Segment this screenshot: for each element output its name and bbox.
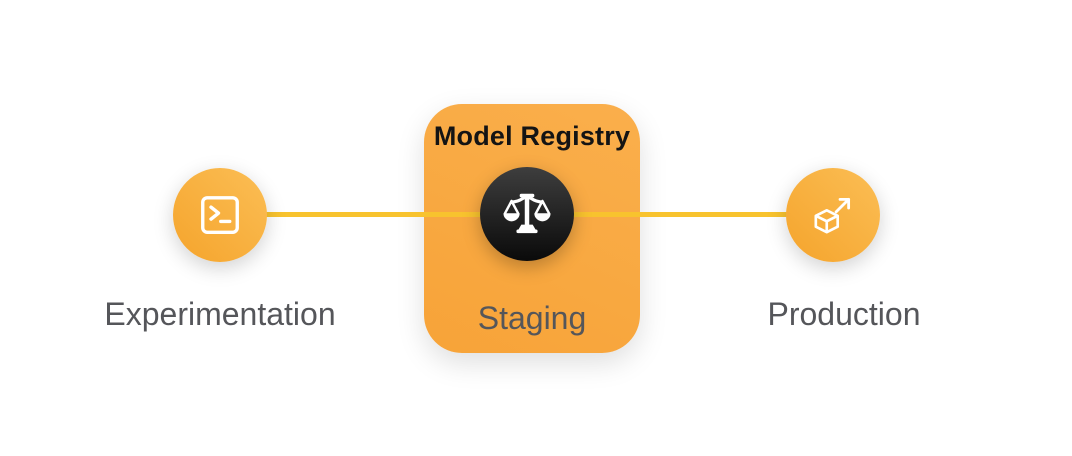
production-node: [786, 168, 880, 262]
experimentation-node: [173, 168, 267, 262]
terminal-icon: [196, 191, 244, 239]
experimentation-stage-label: Experimentation: [104, 296, 336, 332]
production-stage-label: Production: [767, 296, 921, 332]
cube-launch-icon: [808, 190, 858, 240]
registry-icon-circle: [480, 167, 574, 261]
staging-stage-label: Staging: [477, 300, 587, 336]
model-registry-title: Model Registry: [433, 121, 631, 151]
balance-scale-icon: [501, 188, 553, 240]
